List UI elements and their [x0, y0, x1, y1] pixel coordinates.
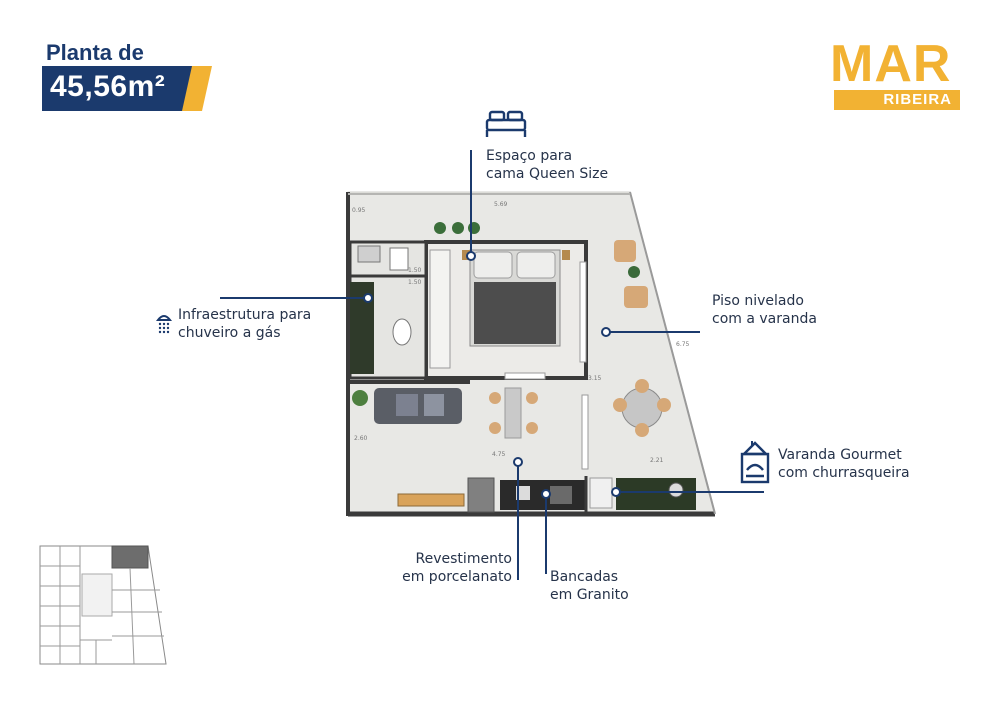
label-tiles-line2: em porcelanato — [402, 569, 512, 585]
callout-dot-counter — [541, 489, 551, 499]
dim-label: 5.69 — [494, 201, 508, 208]
callout-dot-floor — [601, 327, 611, 337]
logo-main: MAR — [830, 35, 952, 93]
label-shower-line2: chuveiro a gás — [178, 325, 281, 341]
dim-label: 1.50 — [408, 279, 422, 286]
dim-label: 1.50 — [408, 267, 422, 274]
callout-dot-tiles — [513, 457, 523, 467]
bed-icon — [485, 110, 527, 137]
area-badge-bg — [42, 66, 212, 111]
label-tiles-line1: Revestimento — [415, 551, 512, 567]
label-counter: Bancadas em Granito — [550, 568, 629, 604]
dim-label: 2.21 — [650, 457, 664, 464]
callout-dot-grill — [611, 487, 621, 497]
label-shower: Infraestrutura para chuveiro a gás — [178, 306, 311, 342]
label-floor-line2: com a varanda — [712, 311, 817, 327]
plan-title: Planta de — [46, 40, 144, 65]
label-shower-line1: Infraestrutura para — [178, 307, 312, 323]
logo-sub: RIBEIRA — [834, 90, 960, 110]
balcony-table — [621, 387, 663, 429]
dim-label: 3.15 — [588, 375, 602, 382]
label-bed: Espaço para cama Queen Size — [486, 147, 608, 183]
area-badge: 45,56m² — [42, 66, 212, 111]
shower-icon — [155, 315, 173, 334]
label-counter-line1: Bancadas — [550, 569, 619, 585]
label-grill: Varanda Gourmet com churrasqueira — [778, 446, 910, 482]
label-tiles: Revestimento em porcelanato — [396, 550, 512, 586]
dim-label: 6.75 — [676, 341, 690, 348]
callout-dot-bed — [466, 251, 476, 261]
label-grill-line1: Varanda Gourmet — [778, 447, 902, 463]
callout-dot-shower — [363, 293, 373, 303]
label-bed-line1: Espaço para — [486, 148, 573, 164]
grill-icon — [740, 441, 770, 484]
label-counter-line2: em Granito — [550, 587, 629, 603]
label-bed-line2: cama Queen Size — [486, 166, 609, 182]
dim-label: 4.75 — [492, 451, 506, 458]
dim-label: 0.95 — [352, 207, 366, 214]
label-floor-line1: Piso nivelado — [712, 293, 804, 309]
kitchen-counter — [397, 493, 465, 507]
dining-table — [504, 387, 522, 439]
label-grill-line2: com churrasqueira — [778, 465, 910, 481]
dim-label: 2.60 — [354, 435, 368, 442]
area-value: 45,56m² — [50, 70, 166, 103]
label-floor: Piso nivelado com a varanda — [712, 292, 817, 328]
